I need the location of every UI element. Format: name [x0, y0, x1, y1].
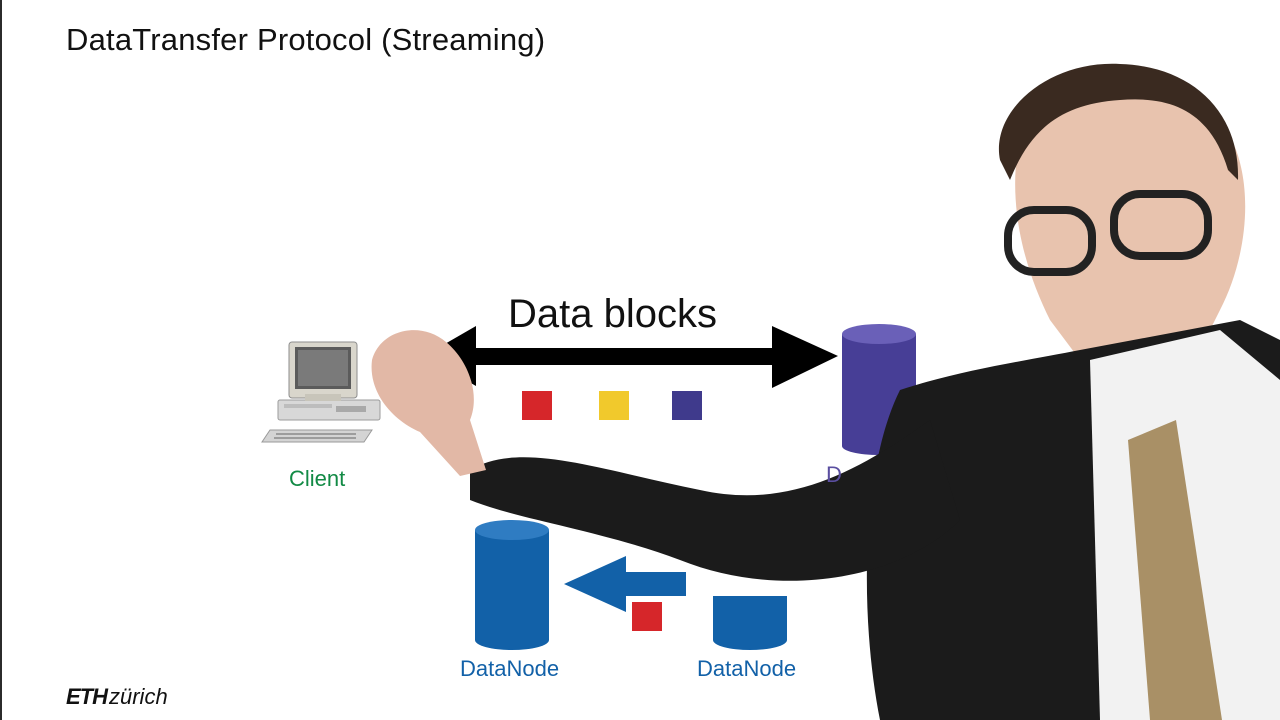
- datanode-cylinder-left: [475, 520, 549, 650]
- logo-eth: ETH: [66, 684, 108, 709]
- data-block-red: [632, 602, 662, 631]
- presenter-overlay: [371, 63, 1280, 720]
- data-block-purple: [672, 391, 702, 420]
- data-blocks-label: Data blocks: [508, 292, 717, 336]
- datanode-label-right: DataNode: [697, 656, 797, 681]
- datanode-cylinder-right: [713, 596, 787, 650]
- computer-icon: [261, 341, 381, 443]
- hidden-node-label: D: [826, 462, 842, 487]
- arrow-icon: [564, 556, 686, 612]
- logo-zurich: zürich: [109, 684, 168, 709]
- eth-logo: ETHzürich: [66, 684, 168, 710]
- data-block-red: [522, 391, 552, 420]
- datanode-label-left: DataNode: [460, 656, 560, 681]
- client-label: Client: [289, 466, 346, 491]
- data-block-yellow: [599, 391, 629, 420]
- left-border: [0, 0, 2, 720]
- slide-title: DataTransfer Protocol (Streaming): [66, 22, 546, 57]
